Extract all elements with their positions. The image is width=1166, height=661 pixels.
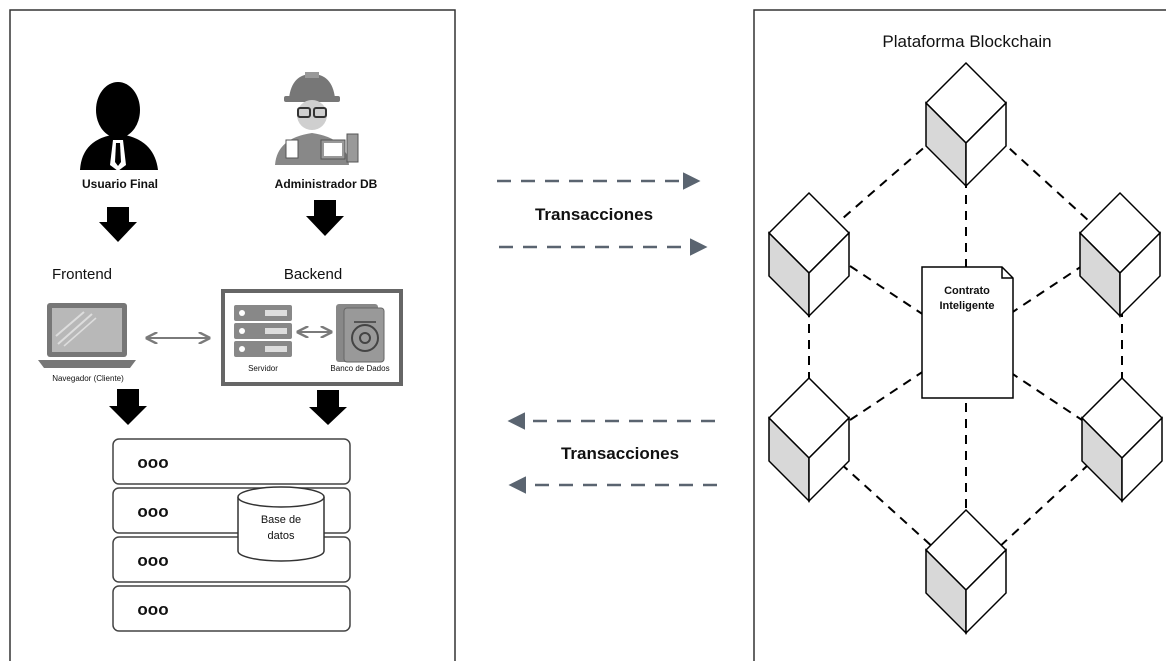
blockchain-panel: Plataforma Blockchain — [753, 9, 1166, 661]
rack-row — [112, 585, 351, 632]
down-arrow-icon — [99, 207, 137, 242]
blockchain-node — [1080, 376, 1164, 503]
blockchain-panel-border — [753, 9, 1166, 661]
database-server-icon — [336, 304, 385, 363]
laptop-caption: Navegador (Cliente) — [52, 374, 124, 383]
database-label-line1: Base de — [261, 514, 301, 526]
admin-icon — [275, 72, 359, 165]
down-arrow-icon — [306, 200, 344, 236]
database-cylinder: Base de datos — [237, 486, 325, 562]
backend-box: Servidor Banco de Dados — [221, 289, 403, 386]
backend-label: Backend — [284, 266, 342, 283]
transactions-label-bottom: Transacciones — [561, 444, 679, 463]
transactions-out: Transacciones — [497, 172, 708, 256]
server-icon — [234, 305, 292, 357]
blockchain-node — [1078, 191, 1162, 318]
contract-label-line1: Contrato — [944, 285, 990, 297]
rack-row-dots: ooo — [137, 453, 168, 472]
rack-row-dots: ooo — [137, 502, 168, 521]
application-panel: Usuario Final Administrador DB Frontend … — [9, 9, 456, 661]
blockchain-node — [924, 61, 1008, 188]
smart-contract-document: Contrato Inteligente — [921, 266, 1014, 399]
rack-row-dots: ooo — [137, 600, 168, 619]
down-arrow-icon — [109, 389, 147, 425]
user-icon — [80, 82, 158, 171]
application-panel-border — [9, 9, 456, 661]
db-server-caption: Banco de Dados — [330, 364, 389, 373]
frontend-label: Frontend — [52, 266, 112, 283]
user-label: Usuario Final — [82, 177, 158, 191]
database-label-line2: datos — [268, 530, 295, 542]
blockchain-title: Plataforma Blockchain — [882, 32, 1051, 51]
server-caption: Servidor — [248, 364, 278, 373]
admin-label: Administrador DB — [275, 177, 378, 191]
transactions-in: Transacciones — [507, 412, 717, 494]
down-arrow-icon — [309, 390, 347, 425]
rack-row-dots: ooo — [137, 551, 168, 570]
transactions-label-top: Transacciones — [535, 205, 653, 224]
laptop-icon — [38, 303, 136, 368]
blockchain-node — [924, 508, 1008, 635]
rack-row — [112, 438, 351, 485]
blockchain-node — [767, 191, 851, 318]
contract-label-line2: Inteligente — [939, 300, 994, 312]
blockchain-node — [767, 376, 851, 503]
